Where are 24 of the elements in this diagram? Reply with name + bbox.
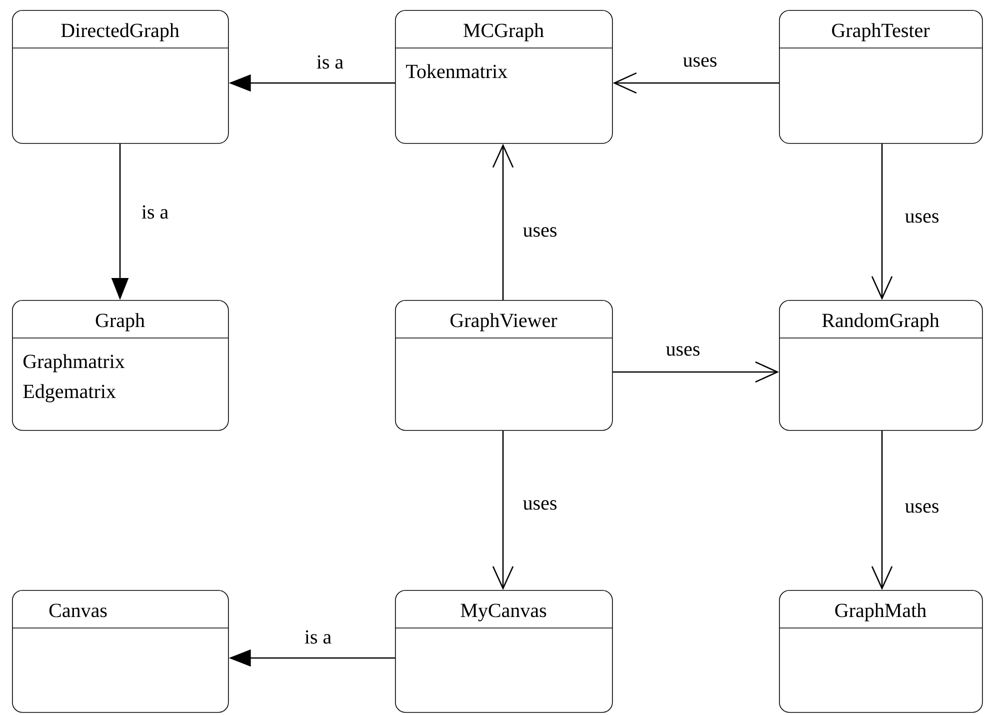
arrow [492, 430, 514, 590]
class-box: DirectedGraph [12, 10, 229, 144]
class-box: Graph Graphmatrix Edgematrix [12, 300, 229, 431]
class-box: RandomGraph [778, 300, 983, 431]
class-box: GraphTester [778, 10, 983, 144]
edge-label: uses [666, 346, 700, 356]
edge-label: is a [142, 205, 168, 219]
edge-label: uses [905, 213, 938, 223]
class-box: GraphViewer [394, 300, 613, 431]
edge-label: is a [316, 55, 344, 69]
class-box: MyCanvas [394, 590, 613, 713]
class-box: Canvas [12, 590, 229, 713]
arrow [612, 72, 779, 94]
edge-label: uses [523, 227, 556, 237]
arrow [871, 430, 893, 590]
edge-label: uses [683, 57, 716, 67]
edge-label: uses [905, 503, 938, 513]
class-box: MCGraph Tokenmatrix [394, 10, 613, 144]
edge-label: is a [304, 630, 332, 644]
arrow [612, 361, 779, 383]
edge-label: uses [523, 500, 556, 510]
arrow [871, 144, 893, 300]
arrow [492, 144, 514, 300]
class-box: GraphMath [778, 590, 983, 713]
